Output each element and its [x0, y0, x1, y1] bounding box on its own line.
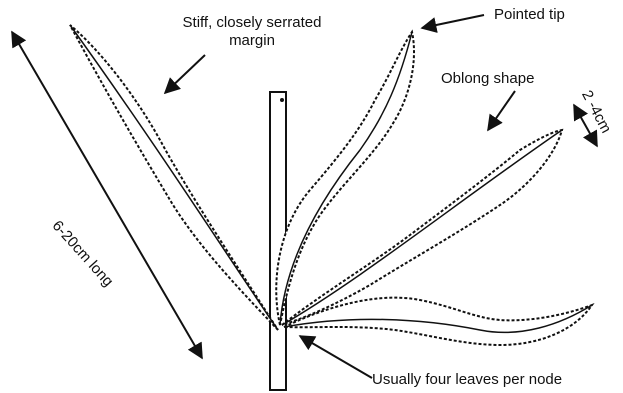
node-pointer-arrow: [300, 336, 372, 378]
node-label: Usually four leaves per node: [372, 371, 562, 389]
leaf-oblong: [282, 130, 562, 325]
tip-label: Pointed tip: [494, 6, 565, 24]
margin-label: Stiff, closely serrated margin: [172, 14, 332, 50]
shape-label: Oblong shape: [441, 70, 534, 88]
margin-pointer-arrow: [165, 55, 205, 93]
shape-pointer-arrow: [488, 91, 515, 130]
tip-pointer-arrow: [422, 15, 484, 28]
